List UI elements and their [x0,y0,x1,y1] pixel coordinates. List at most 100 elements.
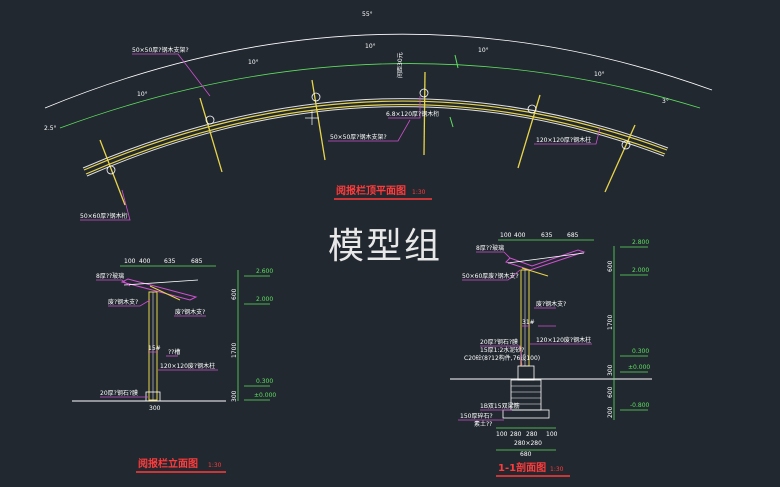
elevation-leader-line [108,299,151,307]
plan-scale: 1:30 [412,189,426,196]
section-pedestal [517,365,535,381]
elevation-canopy-brace [149,285,181,301]
plan-rafter [311,79,326,161]
plan-outer-dimension-arc [44,33,713,109]
plan-view: 55° 2.5° 10° 10° 10° 10° 10° 3° 间距30元 50… [44,11,713,221]
elevation-level-label: 0.300 [256,378,273,385]
section-leader-line [462,269,521,281]
plan-segment-dimension-arc [59,63,701,129]
plan-note: 50×50厚?钢木支架? [330,133,387,141]
section-bottom-dimension: 100 [546,431,558,438]
section-note: 150厚碎石? [460,412,493,420]
plan-beam-outline-outer [82,98,669,169]
elevation-note: 8厚??玻璃 [96,272,124,280]
elevation-canopy-glass [120,278,198,301]
plan-note: 6.8×120厚?钢木桁 [386,110,439,118]
section-bottom-total: 680 [520,451,532,458]
plan-note: 50×60厚?钢木桁 [80,212,127,220]
plan-post-marker [311,92,321,102]
plan-beam-yellow-1 [83,100,668,171]
plan-leader-line [534,127,601,145]
section-note: 废?钢木支? [536,300,566,308]
elevation-note: 废?钢木支? [175,308,205,316]
section-note: 120×120废?钢木柱 [536,336,591,344]
cad-cursor-crosshair [305,111,319,125]
section-vertical-dimension: 600 [607,260,614,272]
plan-segment-dimension: 10° [365,43,376,50]
elevation-base-plate [145,391,161,402]
elevation-canopy-beam [123,279,199,286]
section-level-label: 0.300 [632,348,649,355]
plan-beam-yellow-2 [85,104,666,175]
section-vertical-dimension: 200 [607,406,614,418]
plan-note: 50×50厚?钢木支架? [132,46,189,54]
section-top-dimension: 685 [567,232,579,239]
elevation-note: 120×120废?钢木柱 [160,362,215,370]
section-note: 1B双15双梁筋 [480,402,520,410]
plan-post-marker [419,88,429,98]
elevation-top-dimension: 400 [139,258,151,265]
elevation-base-dimension: 300 [149,405,161,412]
plan-post-marker [106,165,116,175]
elevation-level-label: 2.000 [256,296,273,303]
elevation-leader-line [96,279,131,287]
elevation-top-dimension: 100 [124,258,136,265]
watermark-text: 模型组 [328,226,442,267]
section-top-dimension: 100 [500,232,512,239]
section-bottom-dimension: 100 [496,431,508,438]
section-title: 1-1剖面图 [498,461,546,474]
section-leader-line [480,345,523,367]
plan-rafter [199,97,223,173]
section-note: 素土?? [474,420,492,428]
elevation-note: 15# [148,345,161,352]
elevation-level-label: ±0.000 [254,392,276,399]
plan-section-mark [454,54,459,69]
section-canopy-brace [521,267,549,277]
section-note: 15厚1:2水泥砂? [480,346,524,354]
section-level-label: -0.800 [630,402,650,409]
section-level-label: ±0.000 [628,364,650,371]
section-view: 100 400 635 685 100 280 280 100 280×280 … [450,232,652,477]
plan-rafter [604,124,636,193]
section-top-dimension: 635 [541,232,553,239]
elevation-note: 20厚?钢石?膜 [100,389,138,397]
section-note: 31# [522,319,535,326]
section-vertical-dimension: 600 [607,386,614,398]
plan-post-marker [621,140,631,150]
plan-leader-line [80,189,131,221]
plan-leader-line [328,119,411,142]
plan-post-marker [205,115,215,125]
section-note: 8厚??玻璃 [476,244,504,252]
section-note: C20砼(8?12构件,76设100) [464,354,540,362]
section-scale: 1:30 [550,466,564,473]
section-bottom-dimension: 280 [510,431,522,438]
section-leader-line [476,251,511,259]
plan-rafter [517,94,541,169]
plan-segment-dimension: 3° [662,98,669,105]
plan-leader-line [132,53,211,97]
plan-leader-line [388,96,421,119]
elevation-level-label: 2.600 [256,268,273,275]
elevation-vertical-dimension: 1700 [231,343,238,358]
plan-beam-outline-inner [86,106,665,177]
elevation-title: 阅报栏立面图 [138,457,198,470]
elevation-top-dimension: 685 [191,258,203,265]
section-vertical-dimension: 300 [607,364,614,376]
elevation-vertical-dimension: 300 [231,390,238,402]
elevation-scale: 1:30 [208,462,222,469]
plan-segment-dimension: 10° [478,47,489,54]
section-note: 50×60厚废?钢木支? [462,272,519,280]
section-canopy-beam [507,252,585,264]
plan-segment-dimension: 10° [137,91,148,98]
plan-rafter [423,71,426,156]
plan-note: 120×120厚?钢木柱 [536,136,591,144]
section-note: 20厚?钢石?膜 [480,338,518,346]
section-bottom-subtotal: 280×280 [514,440,542,447]
plan-rafter [99,139,126,206]
section-top-dimension: 400 [514,232,526,239]
elevation-vertical-dimension: 600 [231,288,238,300]
section-gravel-bed [502,409,550,419]
plan-segment-dimension: 10° [594,71,605,78]
elevation-view: 100 400 635 685 300 600 1700 300 2.600 2… [72,258,276,473]
